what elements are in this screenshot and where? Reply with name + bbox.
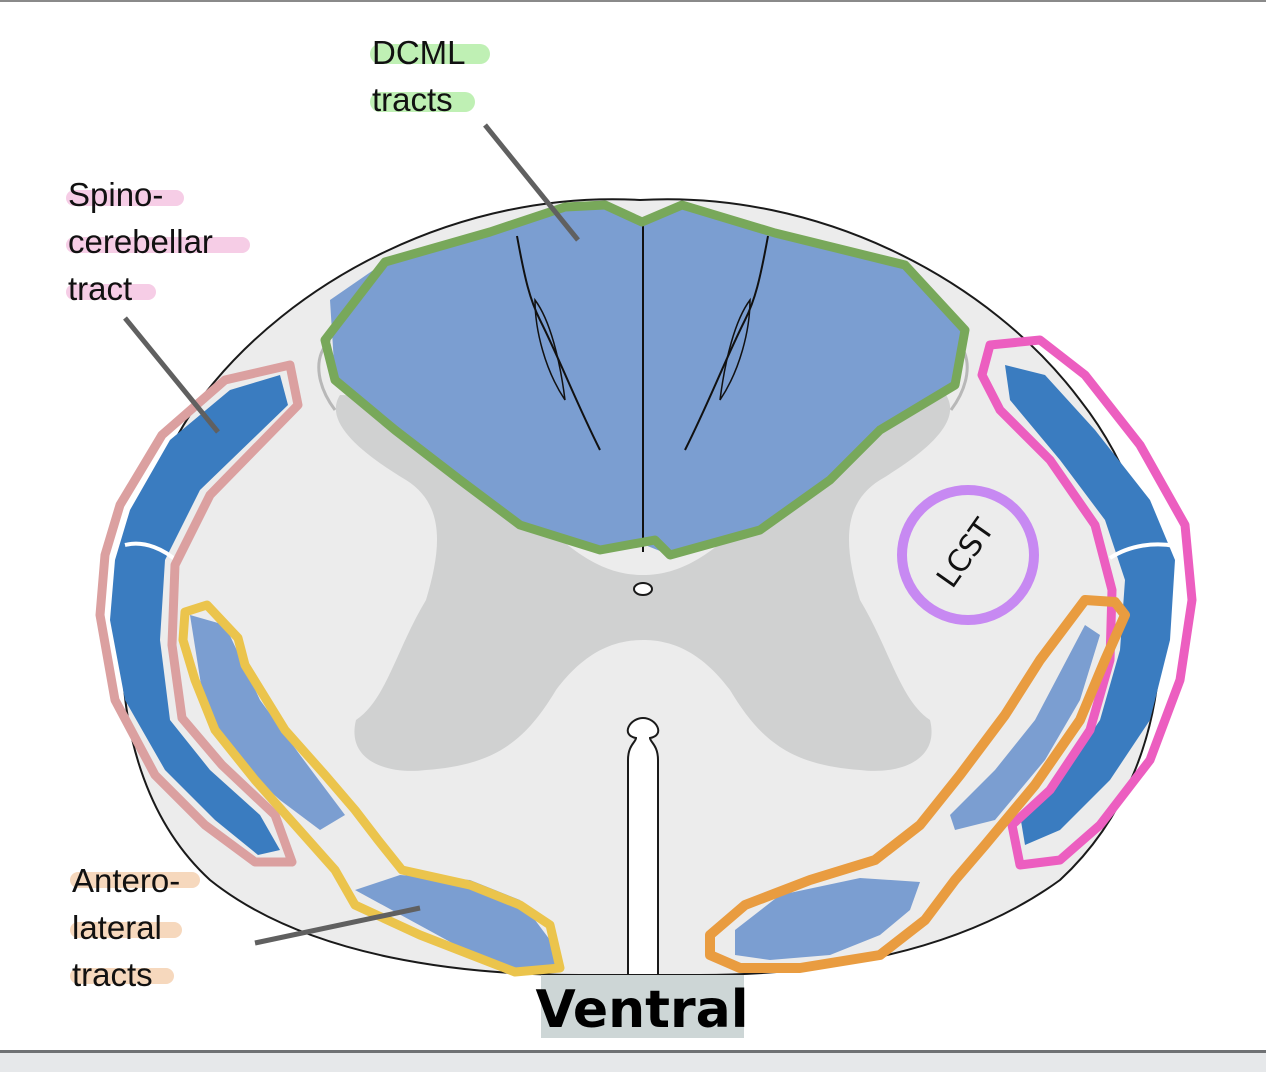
right-anterolateral-ventral-fill [735,878,920,960]
spino-highlight-2 [66,237,250,253]
dcml-highlight-2 [370,92,475,112]
spino-highlight-3 [66,284,156,300]
dcml-label-line2: tracts [372,81,453,118]
lcst-circle [897,485,1039,625]
left-spinocerebellar-fill [110,375,288,855]
spino-leader-line [123,316,220,434]
right-septum-loop [719,297,751,401]
footer-bar [0,1052,1266,1072]
antero-highlight-2 [70,922,182,938]
dcml-outline [320,200,970,560]
dcml-leader-line [483,123,580,242]
spino-label-line3: tract [68,270,132,307]
right-spinocerebellar-outline [977,335,1197,870]
left-spinocerebellar-outline [95,360,303,867]
ventral-label-background [541,975,744,1038]
spino-label-line2: cerebellar [68,223,213,260]
right-anterolateral-fill [950,625,1100,830]
dcml-label-line1: DCML [372,34,466,71]
antero-highlight-3 [70,968,174,984]
antero-highlight-1 [70,872,200,888]
antero-leader-line [254,905,421,946]
footer-divider [0,1050,1266,1053]
ventral-median-fissure [626,716,660,976]
left-anterolateral-outline [178,600,565,977]
ventral-label: Ventral [535,980,748,1040]
left-dorsal-intermediate-septum [516,235,601,451]
spino-highlight-1 [66,190,184,206]
left-anterolateral-fill [190,615,345,830]
dcml-tract-fill [330,205,962,555]
top-border [0,0,1266,2]
dcml-highlight-1 [370,44,490,64]
right-tract-divider [1108,542,1176,560]
right-anterolateral-outline [705,595,1130,973]
antero-label-line2: lateral [72,909,162,946]
left-septum-loop [534,297,566,401]
spino-label-line1: Spino- [68,176,163,213]
right-spinocerebellar-fill [1005,365,1175,845]
antero-label-line3: tracts [72,956,153,993]
right-dorsal-intermediate-septum [684,235,769,451]
antero-label-line1: Antero- [72,862,180,899]
central-canal [633,582,653,596]
